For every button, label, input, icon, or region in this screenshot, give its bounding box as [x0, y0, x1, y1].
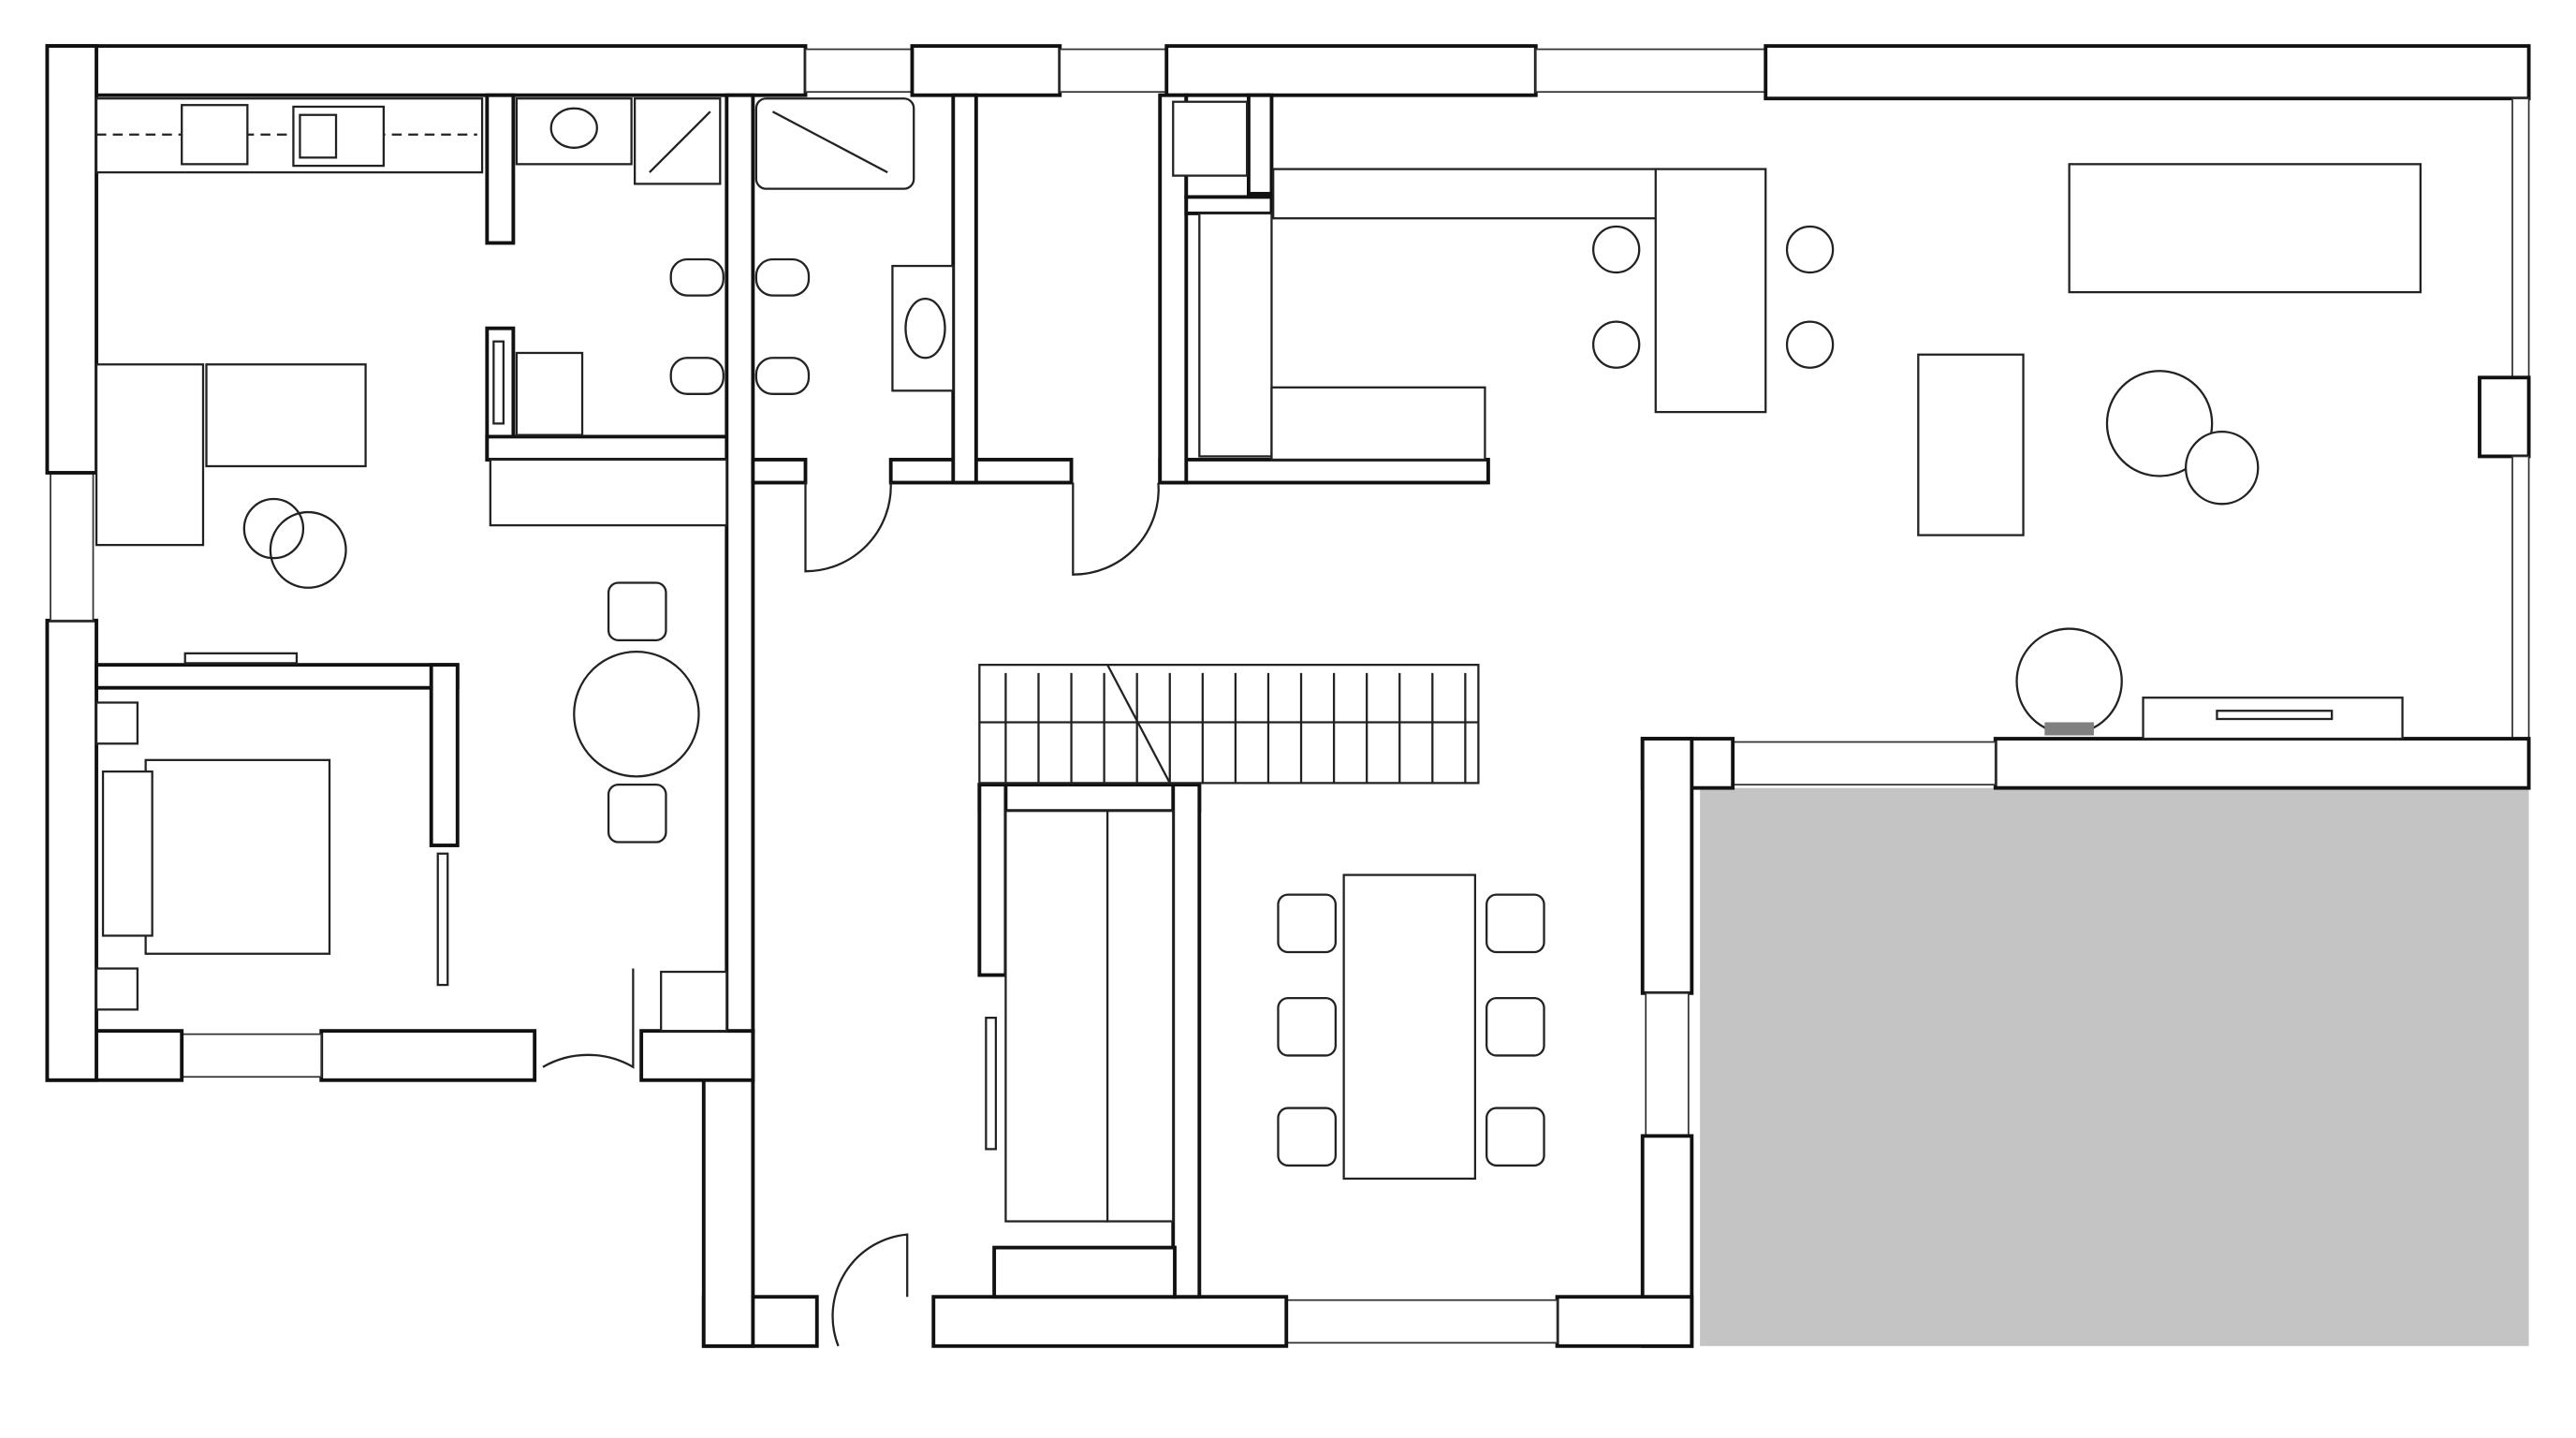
- tv: [2216, 710, 2334, 721]
- island: [1272, 168, 1661, 220]
- kitchen-furniture: [1172, 100, 1835, 462]
- nightstand: [95, 701, 139, 745]
- bidet: [754, 357, 811, 395]
- door-slider: [492, 340, 505, 425]
- coffee-table: [2184, 431, 2260, 506]
- chair: [607, 581, 667, 641]
- terrace: [1700, 787, 2529, 1346]
- hall-cabinet: [1004, 810, 1175, 1223]
- chair: [1277, 1107, 1337, 1167]
- bathroom-1-fixtures: [492, 97, 724, 436]
- shower: [633, 97, 722, 185]
- chair: [1486, 996, 1545, 1057]
- lamp: [2015, 627, 2123, 735]
- living-room-furniture: [1917, 163, 2422, 741]
- chair: [607, 783, 667, 844]
- tv: [183, 652, 299, 665]
- chair: [1277, 996, 1337, 1057]
- lamp-base: [2044, 722, 2094, 736]
- toilet: [754, 257, 811, 297]
- rug: [2105, 370, 2214, 477]
- chair: [1486, 1107, 1545, 1167]
- bed: [144, 758, 331, 955]
- chair: [1486, 893, 1545, 954]
- bedroom-furniture: [95, 701, 331, 1011]
- left-living-furniture: [95, 363, 728, 1033]
- stool: [1591, 320, 1641, 369]
- fridge: [1172, 100, 1249, 177]
- toilet: [669, 257, 724, 297]
- armchair: [1917, 353, 2025, 536]
- sofa: [2068, 163, 2422, 294]
- staircase: [978, 663, 1480, 785]
- dining-furniture: [1277, 873, 1545, 1181]
- stool: [1785, 225, 1835, 274]
- nightstand: [95, 967, 139, 1011]
- chair: [1277, 893, 1337, 954]
- bidet: [669, 357, 724, 395]
- dining-table-small: [573, 650, 700, 778]
- bathroom-2-fixtures: [754, 97, 955, 395]
- sofa: [205, 363, 367, 468]
- kitchenette: [95, 97, 484, 174]
- stove: [181, 104, 249, 166]
- stool: [1785, 320, 1835, 369]
- dining-table: [1342, 873, 1477, 1181]
- stool: [1591, 225, 1641, 274]
- doors: [436, 482, 1160, 1347]
